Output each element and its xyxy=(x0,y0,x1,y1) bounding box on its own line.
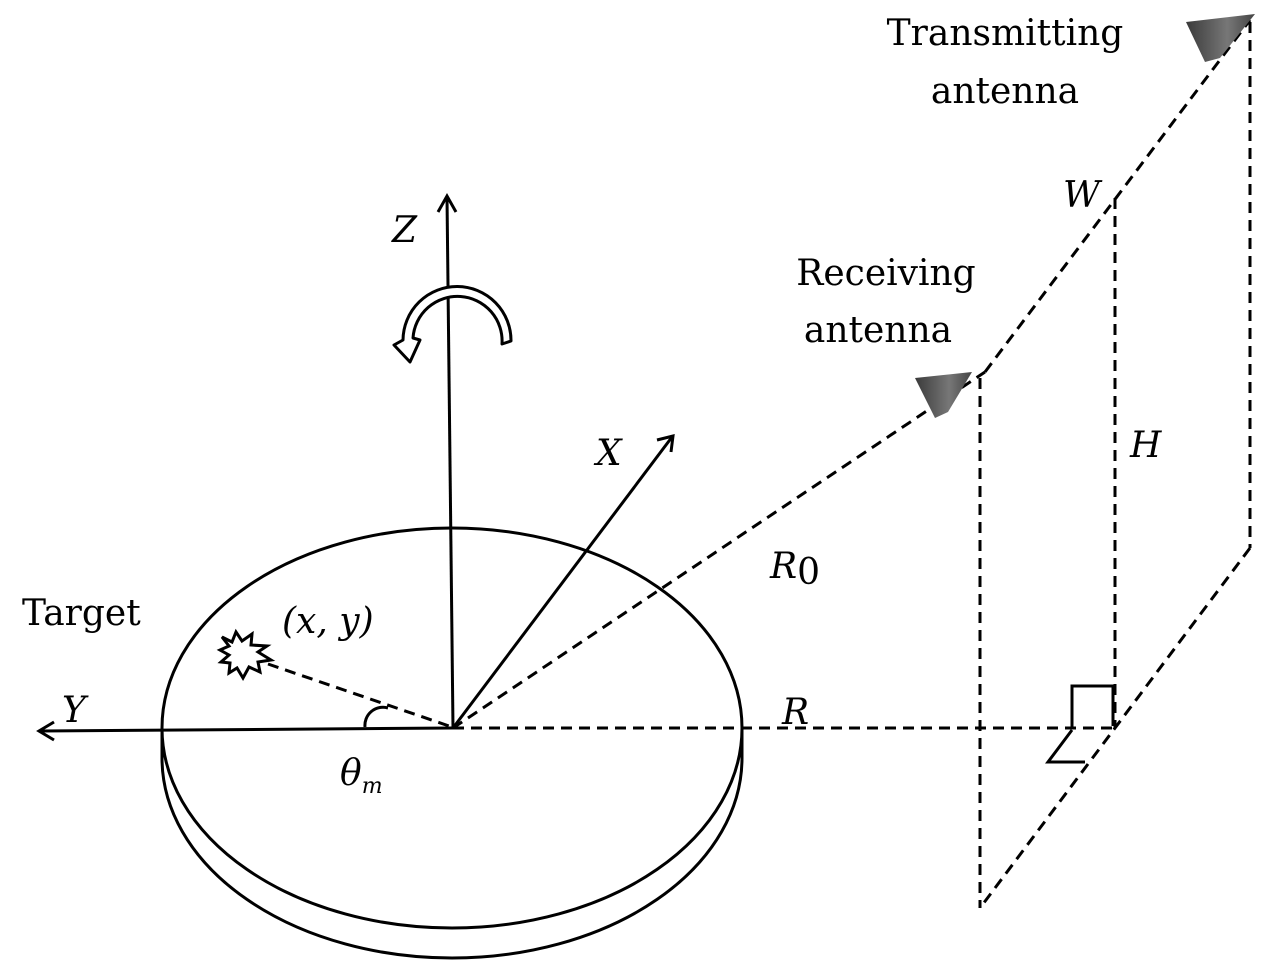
projection-plane xyxy=(978,22,1252,909)
r0-label: R0 xyxy=(769,546,820,593)
transmitting-antenna-label-line2: antenna xyxy=(931,71,1079,112)
z-axis xyxy=(445,196,455,729)
antenna-baseline xyxy=(983,19,1252,373)
transmitting-antenna-icon xyxy=(1186,14,1255,62)
target-radius-line xyxy=(267,662,453,729)
transmitting-antenna-label-line1: Transmitting xyxy=(887,13,1124,54)
z-axis-arrowhead xyxy=(436,192,458,213)
theta-label: θm xyxy=(340,753,383,799)
theta-angle-arc xyxy=(363,705,389,728)
receiving-antenna-icon xyxy=(915,372,972,418)
rotation-arrow-icon xyxy=(392,285,513,364)
y-axis-label: Y xyxy=(62,690,89,731)
y-axis xyxy=(39,726,454,733)
x-axis-label: X xyxy=(593,433,623,474)
target-scatterer-icon xyxy=(216,628,276,682)
axes xyxy=(36,192,675,742)
r0-line xyxy=(452,370,986,730)
turntable-side xyxy=(160,728,744,960)
point-label: (x, y) xyxy=(282,601,374,642)
x-axis-arrowhead xyxy=(656,434,675,453)
z-axis-label: Z xyxy=(391,210,418,251)
target-label: Target xyxy=(22,593,141,634)
x-axis xyxy=(451,436,674,729)
y-axis-arrowhead xyxy=(36,720,55,742)
h-label: H xyxy=(1129,425,1162,466)
receiving-antenna-label-line2: antenna xyxy=(804,310,952,351)
receiving-antenna-label-line1: Receiving xyxy=(796,253,975,294)
r-label: R xyxy=(781,692,809,733)
w-label: W xyxy=(1063,175,1103,216)
right-angle-marks xyxy=(1045,684,1115,764)
